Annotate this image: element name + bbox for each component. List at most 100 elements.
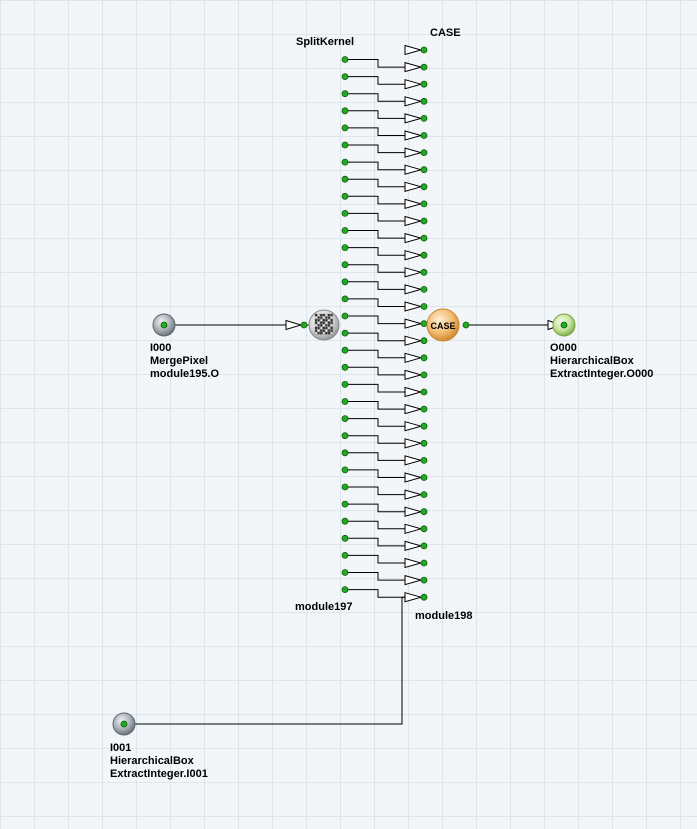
grid-cell [317, 329, 320, 332]
wire-split-to-case [345, 212, 405, 222]
split-output-pin [341, 380, 349, 388]
split-output-pin [341, 295, 349, 303]
split-output-pin [341, 415, 349, 423]
wire-split-to-case [345, 520, 405, 530]
case-input-pin [420, 593, 428, 601]
wire-split-to-case [345, 161, 405, 171]
grid-cell [327, 319, 331, 322]
wire-split-to-case [345, 418, 405, 427]
split-kernel-title: SplitKernel [296, 36, 354, 48]
wire-split-to-case [345, 281, 405, 290]
grid-cell [322, 313, 325, 317]
case-input-pin [420, 525, 428, 533]
case-input-arrow [404, 164, 423, 175]
split-output-pin [341, 175, 349, 183]
split-output-pin [341, 329, 349, 337]
case-input-pin [420, 576, 428, 584]
input-port-i001[interactable] [112, 712, 136, 736]
input-port-i000[interactable] [152, 313, 176, 337]
split-kernel-node[interactable] [308, 309, 340, 341]
case-input-pin [420, 132, 428, 139]
split-output-pin [341, 209, 349, 217]
grid-cell [322, 326, 325, 330]
grid-cell [314, 326, 318, 330]
output-o000-id: O000 [550, 342, 577, 354]
case-input-arrow [404, 181, 423, 192]
wire-split-to-case [345, 435, 405, 444]
grid-cell [325, 324, 328, 327]
split-output-pin [341, 278, 349, 286]
input-i001-line1: HierarchicalBox [110, 755, 195, 767]
grid-cell [330, 313, 333, 317]
case-input-arrow [404, 421, 423, 432]
grid-cell [330, 316, 333, 319]
case-input-pin [420, 405, 428, 413]
case-input-arrow [404, 557, 423, 569]
output-port-o000[interactable] [552, 313, 576, 337]
grid-cell [325, 319, 328, 322]
split-output-pin [341, 449, 349, 457]
split-output-pin [341, 363, 349, 371]
grid-cell [317, 319, 320, 322]
grid-cell [325, 316, 328, 319]
split-output-pin [341, 569, 349, 576]
case-input-pin [420, 456, 428, 464]
grid-cell [327, 313, 331, 317]
case-node[interactable]: CASE [426, 308, 460, 342]
case-input-pin [420, 371, 428, 379]
connection-wires [124, 59, 563, 725]
split-input-pin [300, 321, 308, 329]
wire-split-to-case [345, 537, 405, 547]
case-input-pin [420, 97, 428, 105]
grid-cell [330, 324, 333, 327]
grid-cell [325, 321, 328, 324]
grid-cell [317, 321, 320, 324]
grid-cell [320, 316, 323, 319]
case-input-pin [420, 388, 428, 396]
grid-cell [314, 316, 318, 319]
split-output-pin [341, 312, 349, 320]
grid-cell [330, 321, 333, 324]
case-input-arrow [404, 301, 423, 312]
grid-cell [314, 332, 318, 335]
grid-cell [325, 313, 328, 317]
wire-split-to-case [345, 264, 405, 273]
split-output-pin [341, 346, 349, 354]
split-output-pin [341, 192, 349, 200]
case-input-arrow [404, 215, 423, 227]
wire-split-to-case [345, 486, 405, 496]
case-input-pin [420, 337, 428, 345]
grid-cell [330, 319, 333, 322]
wire-split-to-case [345, 59, 405, 68]
case-input-arrow [404, 79, 423, 90]
grid-cell [325, 332, 328, 335]
case-input-pin [420, 183, 428, 191]
wire-split-to-case [345, 230, 405, 239]
grid-cell [327, 326, 331, 330]
grid-split-icon [314, 313, 333, 335]
grid-cell [320, 329, 323, 332]
case-input-pin [420, 46, 428, 54]
input-i000-line2: module195.O [150, 368, 220, 380]
case-input-pin [420, 166, 428, 174]
wire-split-to-case [345, 127, 405, 136]
split-output-pin [341, 466, 349, 474]
case-input-pin [420, 200, 428, 208]
grid-cell [322, 321, 325, 324]
wire-split-to-case [345, 554, 405, 564]
case-input-pin [420, 422, 428, 430]
wire-split-to-case [345, 298, 405, 307]
wire-split-to-case [345, 383, 405, 393]
grid-cell [327, 316, 331, 319]
case-input-pin [420, 115, 428, 122]
wire-i001-to-case [124, 596, 405, 725]
grid-cell [317, 324, 320, 327]
case-badge: CASE [430, 321, 455, 331]
grid-cell [322, 316, 325, 319]
split-output-pin [341, 158, 349, 166]
case-input-arrow [404, 574, 423, 586]
case-output-pin [462, 321, 470, 329]
wire-split-to-case [345, 93, 405, 102]
grid-cell [314, 321, 318, 324]
